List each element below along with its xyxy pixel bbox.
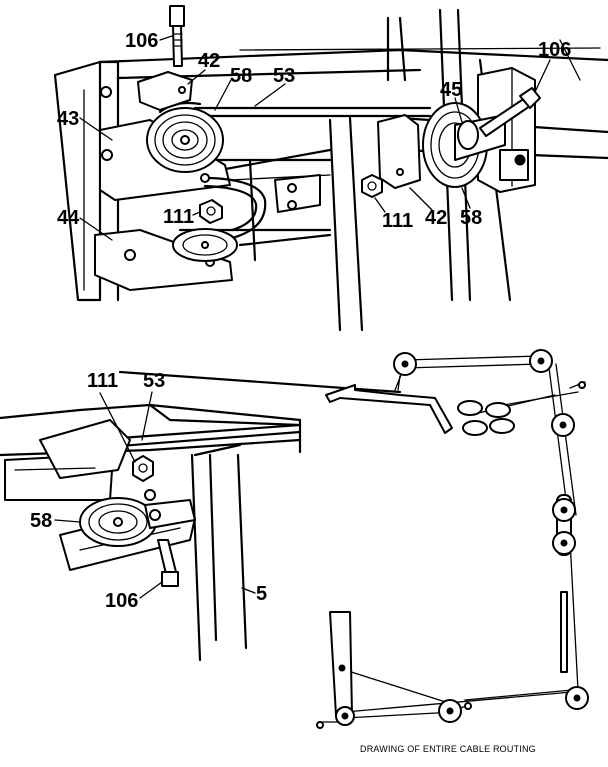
label-bolt-106-right: 106 [538, 39, 571, 61]
label-mount-45: 45 [440, 79, 462, 101]
bracket-right [377, 114, 421, 189]
caption-cable-routing: DRAWING OF ENTIRE CABLE ROUTING [360, 744, 536, 754]
label-pulley-58-right: 58 [460, 207, 482, 229]
bolt-right [479, 87, 541, 137]
frame-5 [190, 453, 202, 662]
label-bolt-106-left: 106 [125, 30, 158, 52]
top-assembly-view [53, 5, 608, 332]
label-plate-44: 44 [57, 207, 80, 229]
label-plate-43: 43 [57, 108, 79, 130]
nut-left [199, 199, 223, 224]
label-bolt-106-lower: 106 [105, 590, 138, 612]
bolt-left [169, 5, 185, 67]
cable-routing-overview [316, 349, 589, 729]
pulley-right [422, 102, 506, 188]
nut-lower-left [132, 455, 154, 482]
handle-bar [325, 384, 453, 434]
label-nut-111-right: 111 [382, 210, 413, 232]
label-bracket-42-left: 42 [198, 50, 220, 72]
pulley-left [146, 101, 224, 173]
label-bracket-42-right: 42 [425, 207, 447, 229]
label-cable-53-top: 53 [273, 65, 295, 87]
label-pulley-58-left: 58 [230, 65, 252, 87]
part-labels: 106 42 58 53 106 45 43 44 111 111 42 58 … [30, 30, 571, 612]
bolt-lower-left [157, 539, 179, 587]
cable-lower-run [118, 423, 302, 440]
routing-upright [329, 611, 353, 716]
label-pulley-58-lower: 58 [30, 510, 52, 532]
leader-lines [54, 35, 551, 599]
nut-right [361, 174, 383, 198]
plate-44 [94, 229, 233, 291]
bracket-left [137, 71, 193, 111]
label-frame-5: 5 [256, 583, 267, 605]
label-nut-111-lower: 111 [87, 370, 118, 392]
label-cable-53-lower: 53 [143, 370, 165, 392]
label-nut-111-left: 111 [163, 206, 194, 228]
